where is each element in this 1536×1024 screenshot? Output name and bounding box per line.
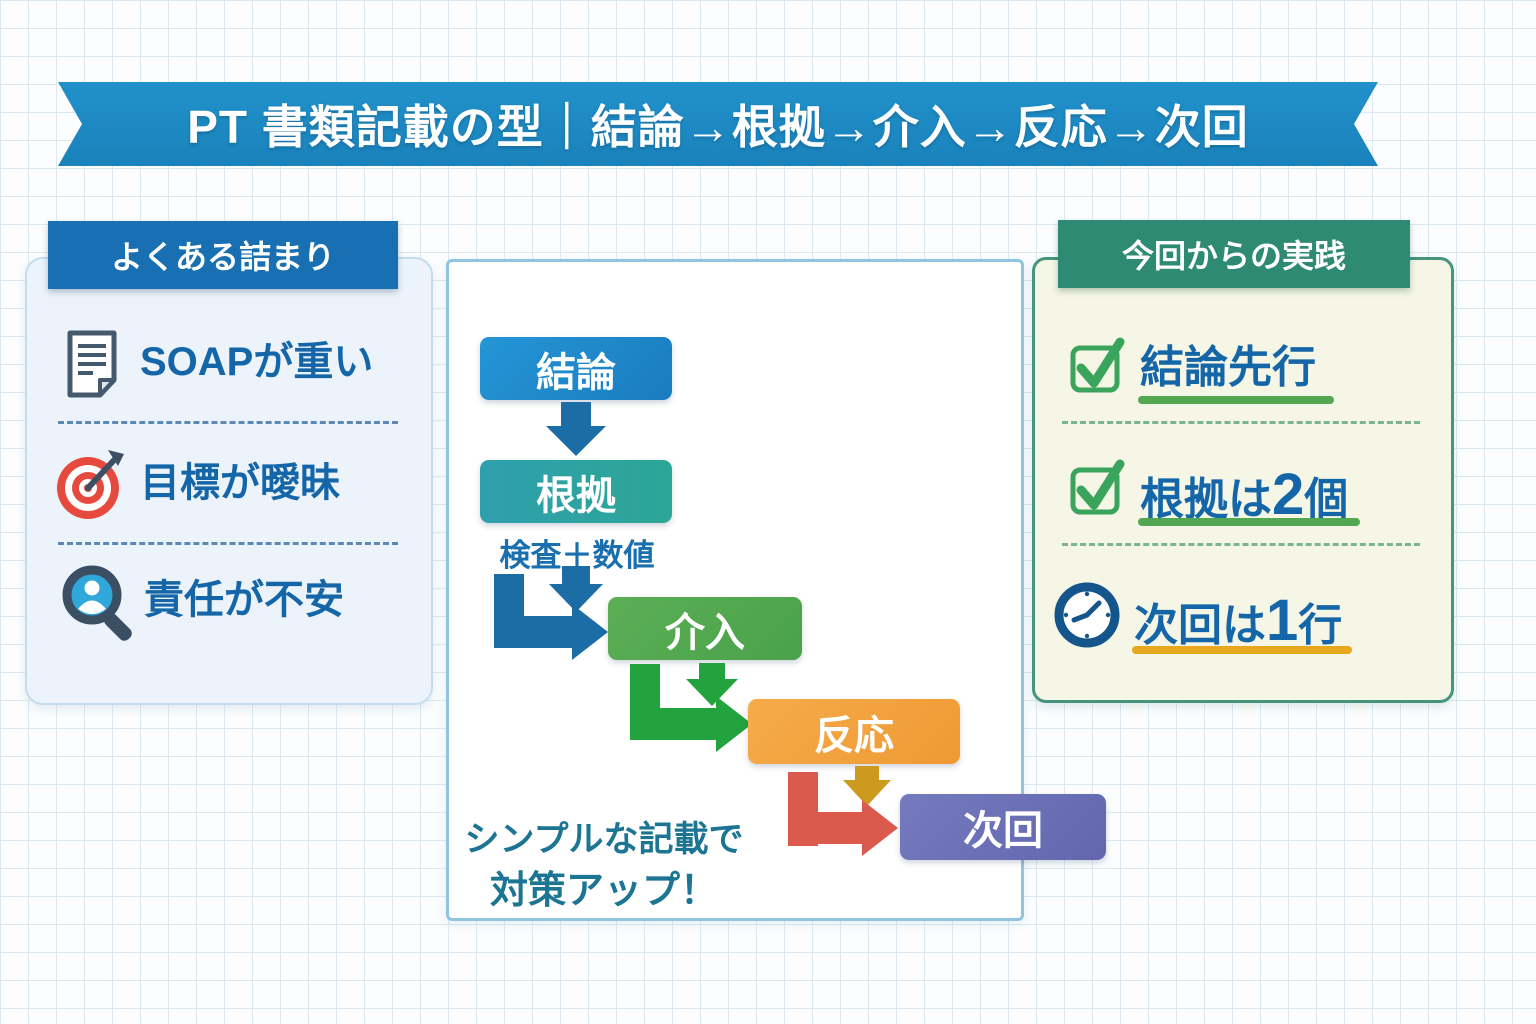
left-item-goal: 目標が曖昧 xyxy=(140,461,340,505)
checkbox-icon xyxy=(1068,336,1126,396)
left-separator-1 xyxy=(58,421,398,424)
title-banner: PT 書類記載の型｜結論→根拠→介入→反応→次回 xyxy=(58,82,1378,166)
flow-step-conclusion: 結論 xyxy=(480,337,672,400)
underline-2 xyxy=(1138,518,1360,526)
next-line-suffix: 行 xyxy=(1298,601,1343,650)
right-item-conclusion-first: 結論先行 xyxy=(1140,343,1316,392)
clock-icon xyxy=(1054,582,1120,648)
flow-caption-line2: 対策アップ！ xyxy=(489,869,718,912)
magnifier-person-icon xyxy=(58,562,140,650)
document-icon xyxy=(63,328,121,400)
evidence-count-prefix: 根拠は xyxy=(1140,475,1272,524)
flow-step-evidence-label: 根拠 xyxy=(536,473,616,518)
page-title: PT 書類記載の型｜結論→根拠→介入→反応→次回 xyxy=(187,101,1249,153)
flow-caption: シンプルな記載で 対策アップ！ xyxy=(448,818,760,915)
right-item-next-one-line: 次回は1行 xyxy=(1134,592,1342,650)
left-item-soap: SOAPが重い xyxy=(140,340,374,384)
flow-caption-line1: シンプルな記載で xyxy=(464,820,744,859)
next-line-prefix: 次回は xyxy=(1134,601,1266,650)
left-panel-title: よくある詰まり xyxy=(110,239,335,275)
flow-step-next: 次回 xyxy=(900,794,1106,860)
right-panel-header: 今回からの実践 xyxy=(1058,220,1410,288)
flow-step-next-label: 次回 xyxy=(963,809,1043,853)
evidence-count-suffix: 個 xyxy=(1304,475,1349,524)
flow-step-conclusion-label: 結論 xyxy=(536,350,616,395)
underline-1 xyxy=(1138,396,1334,404)
target-icon xyxy=(52,445,130,523)
right-panel-title: 今回からの実践 xyxy=(1121,238,1346,274)
right-separator-2 xyxy=(1062,543,1420,546)
flow-step-intervention-label: 介入 xyxy=(665,610,745,655)
next-line-number: 1 xyxy=(1266,588,1299,653)
left-item-responsibility: 責任が不安 xyxy=(144,578,344,622)
checkbox-icon xyxy=(1068,458,1126,518)
left-panel-header: よくある詰まり xyxy=(48,221,398,289)
flow-step-intervention: 介入 xyxy=(608,597,802,660)
left-separator-2 xyxy=(58,542,398,545)
flow-step-response: 反応 xyxy=(748,699,960,764)
right-separator-1 xyxy=(1062,421,1420,424)
evidence-count-number: 2 xyxy=(1272,462,1305,527)
flow-step-response-label: 反応 xyxy=(814,713,894,758)
flow-step-evidence: 根拠 xyxy=(480,460,672,523)
right-item-evidence-count: 根拠は2個 xyxy=(1140,466,1348,524)
underline-3 xyxy=(1132,646,1352,654)
